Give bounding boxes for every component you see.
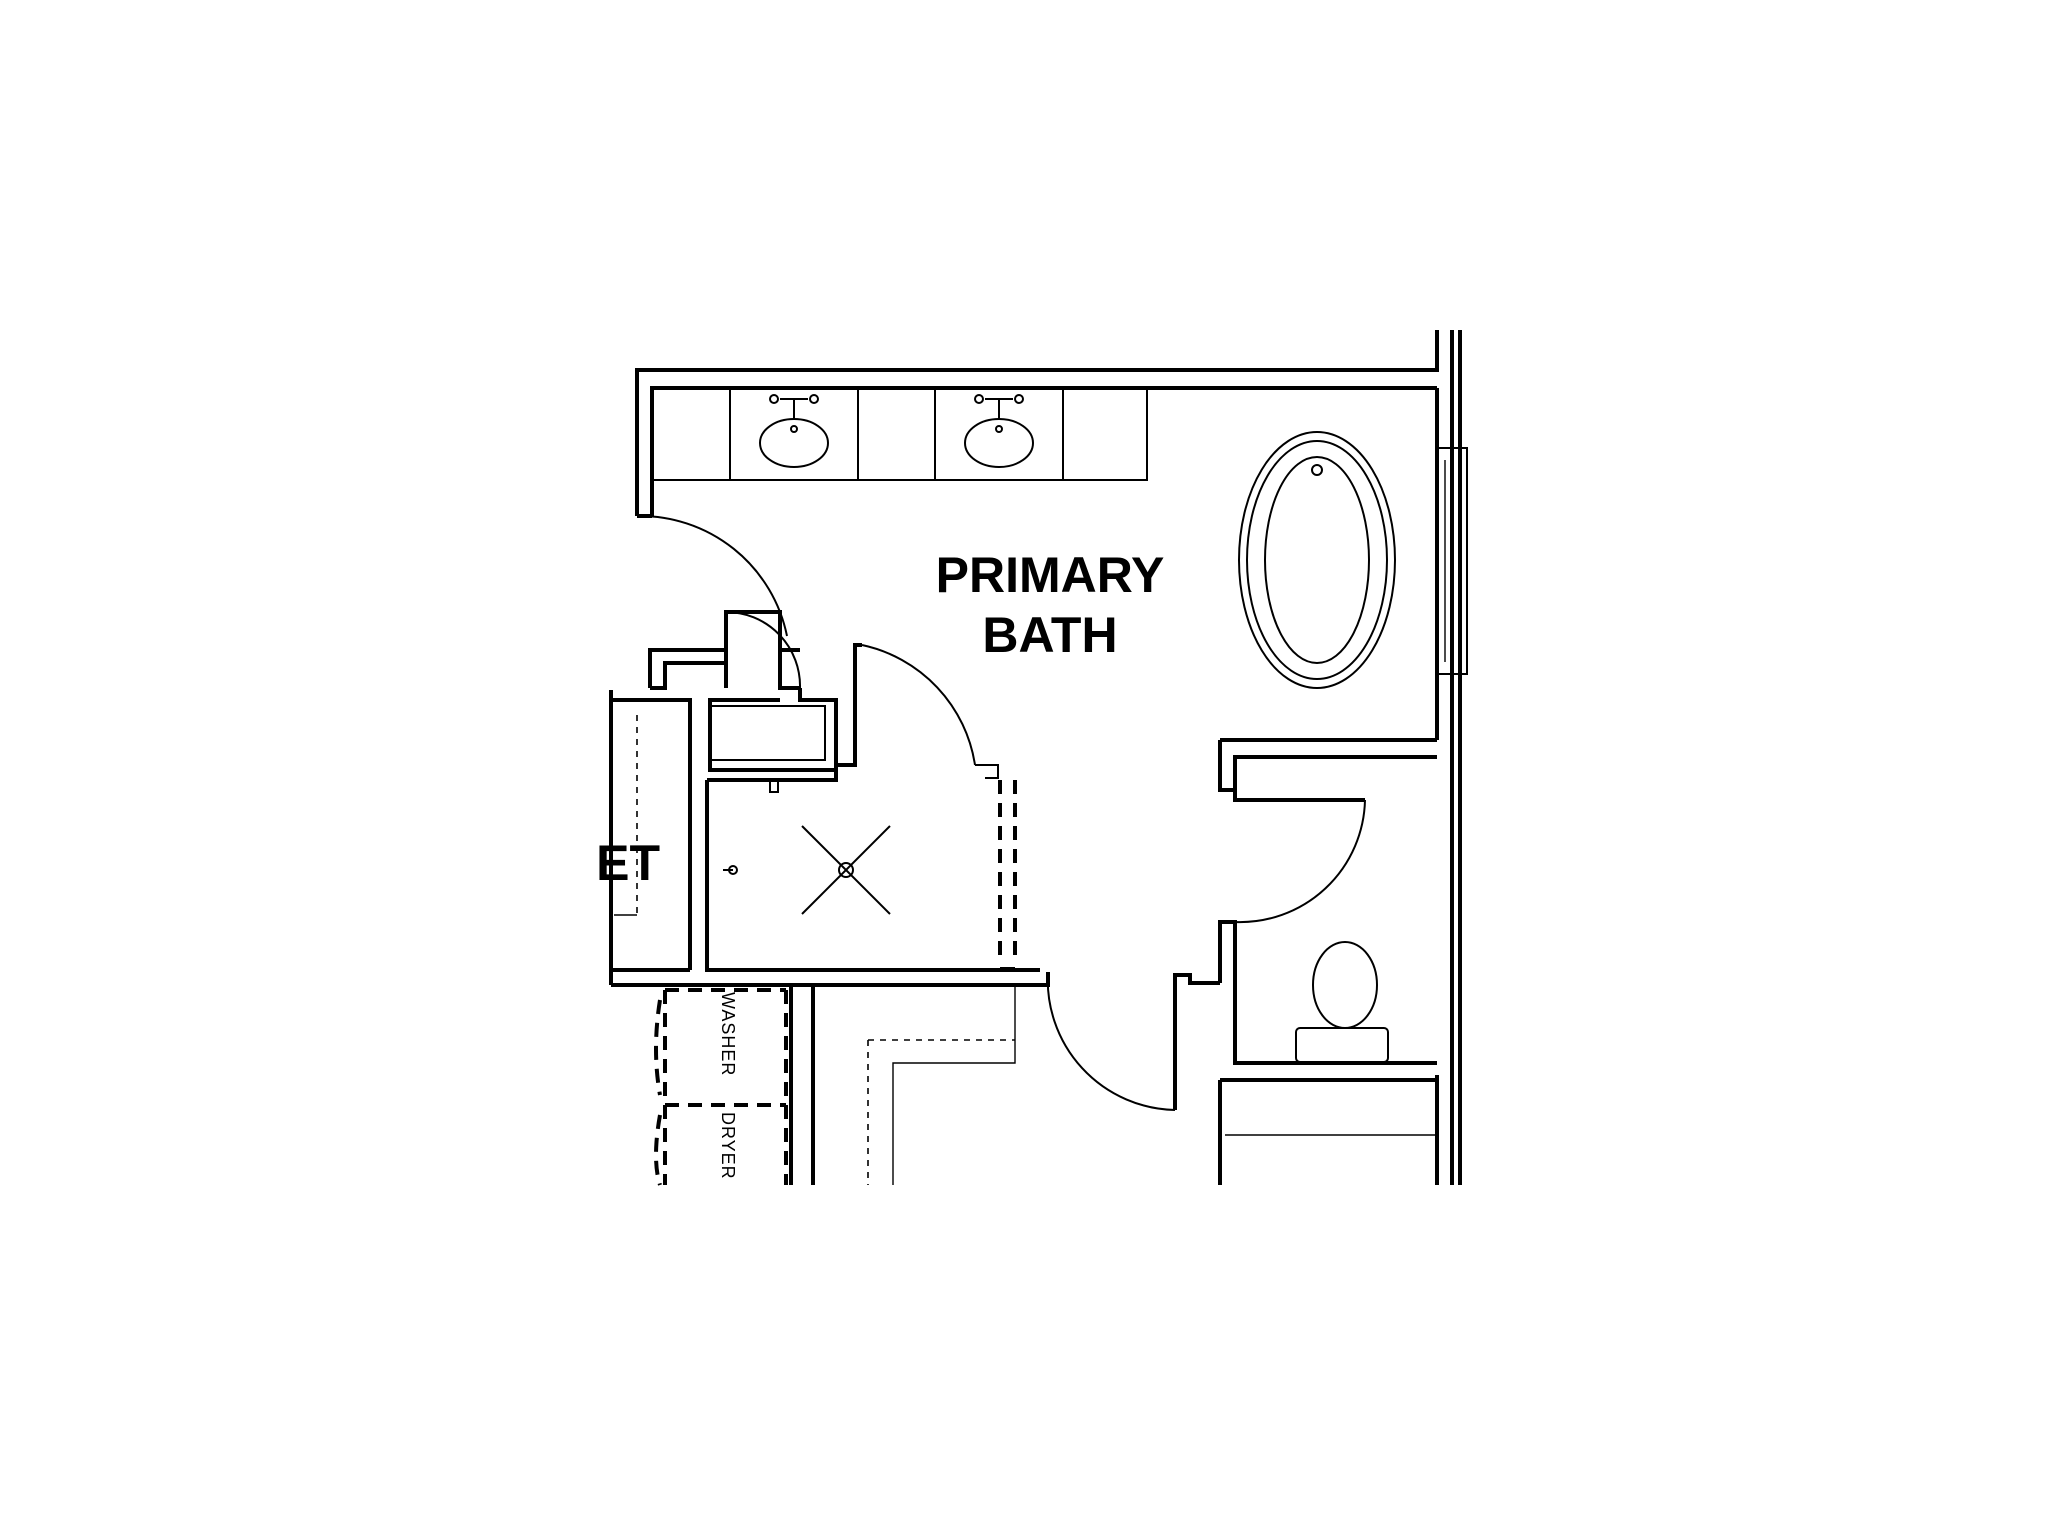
bathtub — [1238, 431, 1396, 689]
room-label-line2: BATH — [982, 607, 1117, 663]
window — [1436, 447, 1468, 675]
shower — [705, 643, 1040, 972]
room-label-primary-bath: PRIMARY BATH — [936, 547, 1165, 663]
sink-left — [759, 394, 829, 468]
water-closet — [1218, 738, 1437, 1065]
sink-right — [964, 394, 1034, 468]
entry-door — [636, 514, 788, 637]
washer-label: WASHER — [718, 992, 738, 1076]
vanity-counter — [651, 387, 1148, 481]
linen-closet-walls — [648, 610, 838, 772]
bath-door — [1046, 971, 1220, 1111]
laundry: WASHER DRYER — [654, 985, 815, 1186]
closet-label: ET — [596, 835, 660, 891]
closet-partial: ET — [596, 690, 1050, 987]
dryer-label: DRYER — [718, 1112, 738, 1180]
lower-right-storage — [1218, 1078, 1437, 1185]
hall-lines — [867, 985, 1016, 1185]
room-label-line1: PRIMARY — [936, 547, 1165, 603]
